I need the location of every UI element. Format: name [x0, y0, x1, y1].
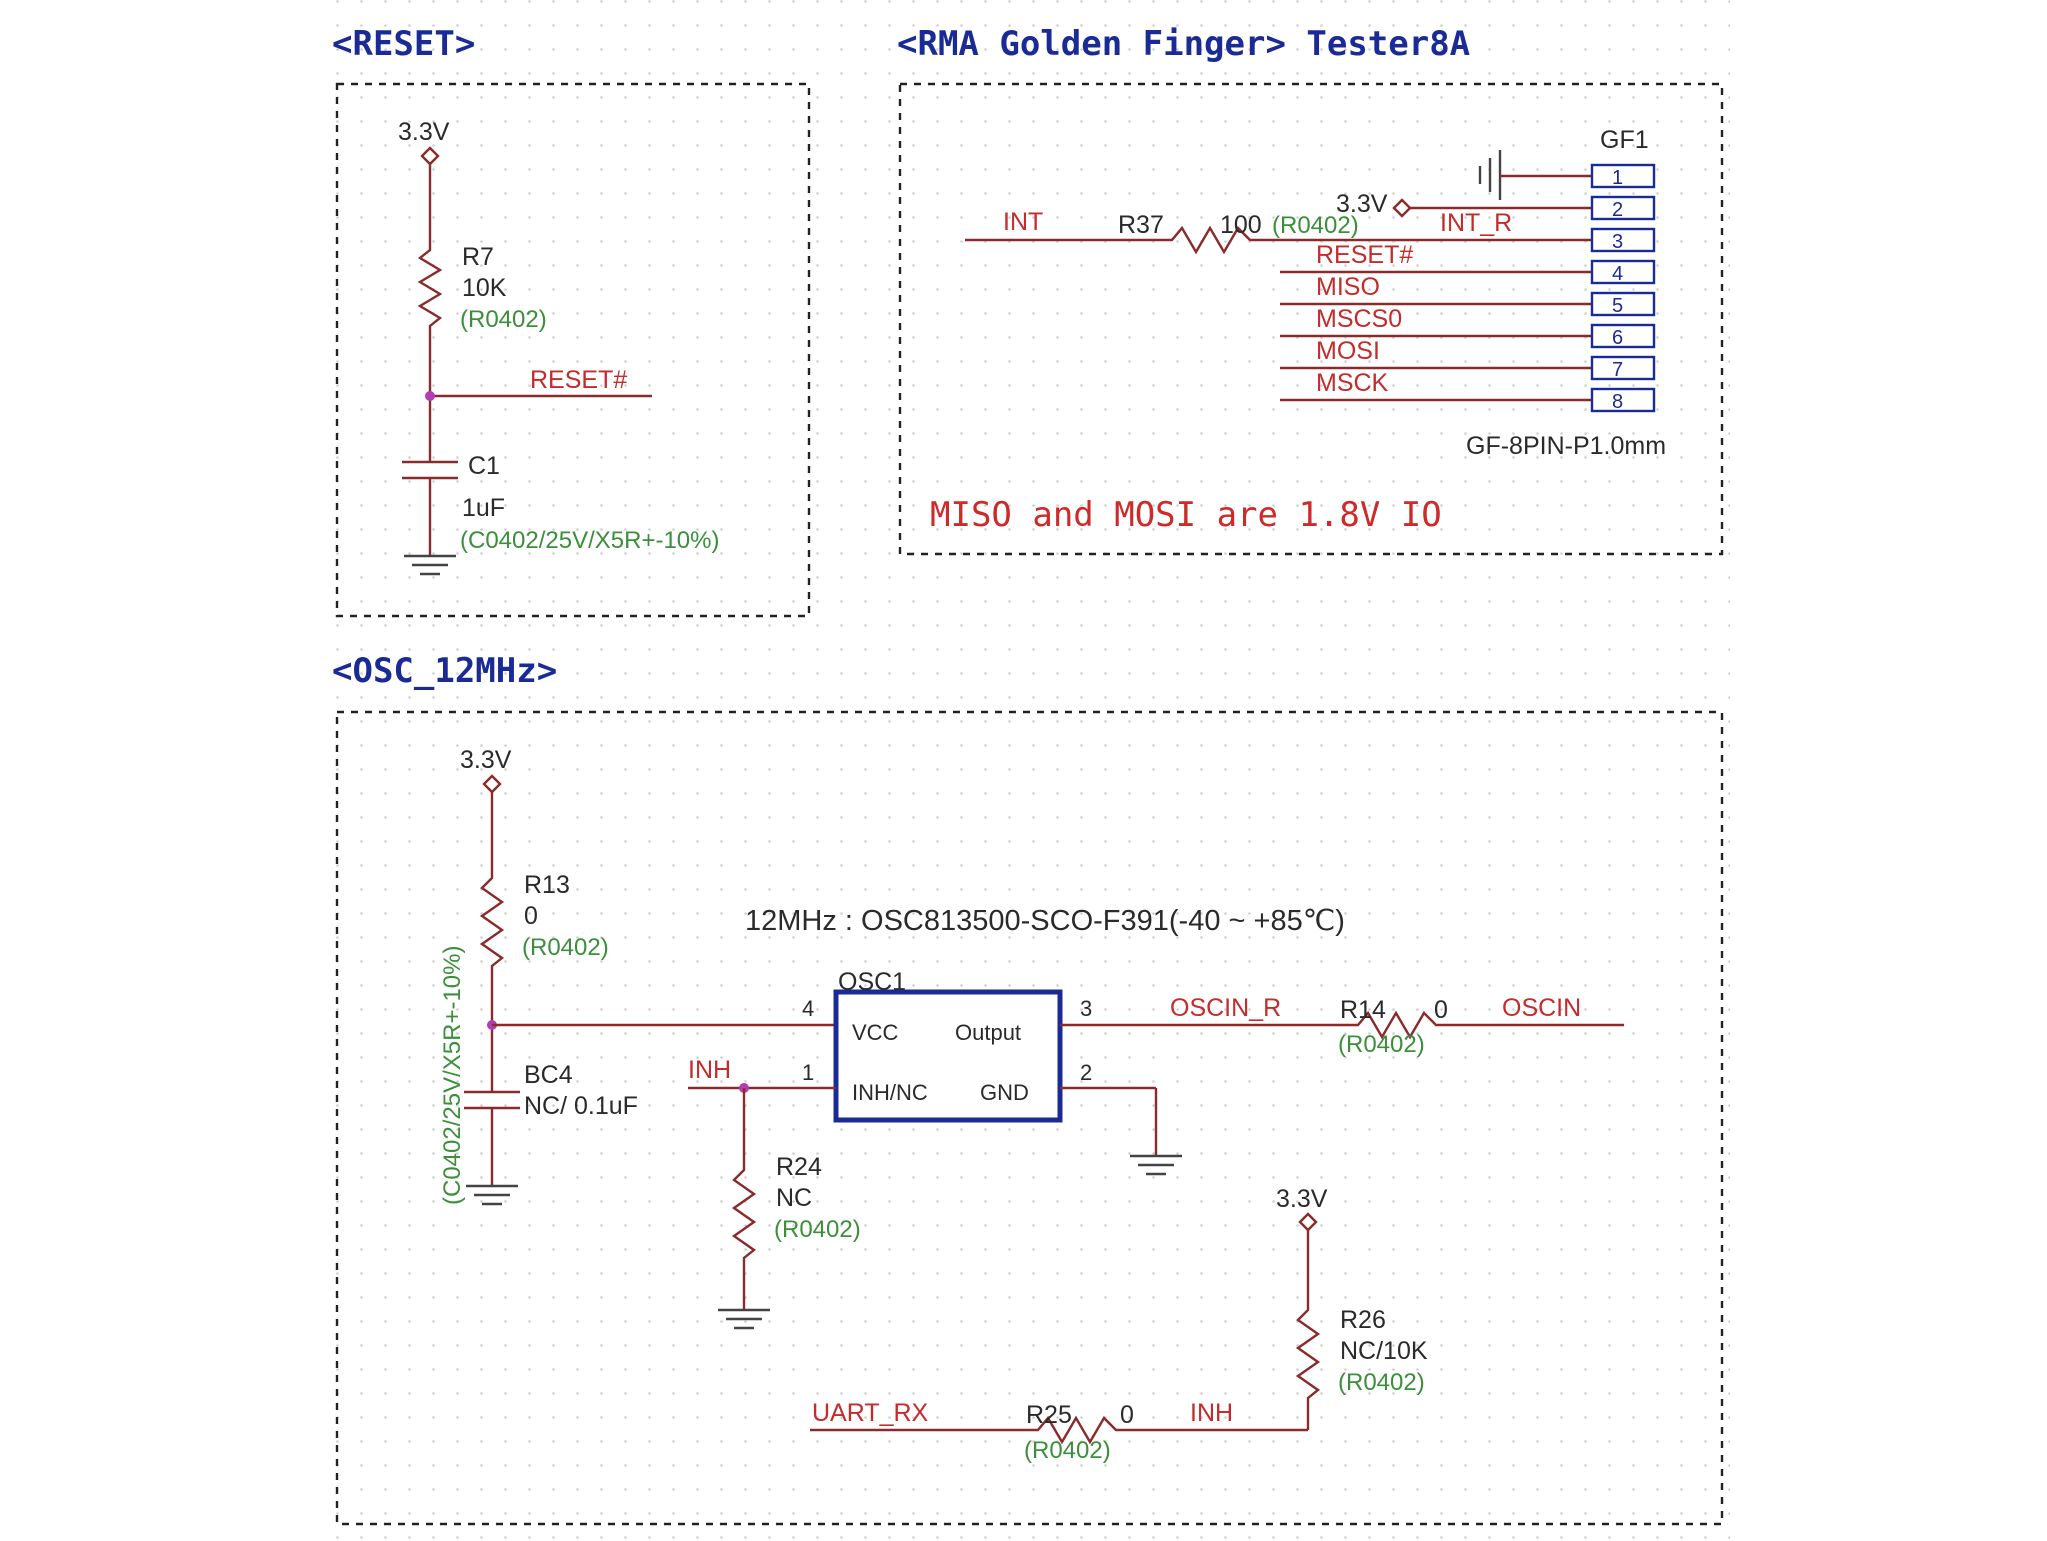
gf-pin-number: 1: [1612, 167, 1623, 189]
r25-ref: R25: [1026, 1401, 1072, 1429]
r25-package: (R0402): [1024, 1437, 1111, 1464]
osc1-body: [833, 989, 1063, 1123]
oscin-r-net-label: OSCIN_R: [1170, 994, 1281, 1022]
r24-package: (R0402): [774, 1216, 861, 1243]
r26-supply-label: 3.3V: [1276, 1185, 1328, 1213]
r24-value: NC: [776, 1184, 812, 1212]
reset-junction: [425, 391, 435, 401]
gf-pin-number: 7: [1612, 359, 1623, 381]
osc-gnd-symbol: [1130, 1154, 1182, 1176]
reset-section-title: <RESET>: [332, 24, 475, 64]
r24-ref: R24: [776, 1153, 822, 1181]
int-r-net-label: INT_R: [1440, 209, 1512, 237]
osc1-pin-num-2: 2: [1080, 1060, 1092, 1085]
osc-part-note: 12MHz : OSC813500-SCO-F391(-40 ~ +85℃): [745, 905, 1345, 937]
r37-value: 100: [1220, 211, 1262, 239]
r14-resistor: [1346, 1010, 1450, 1040]
osc1-pin-vcc: VCC: [852, 1020, 899, 1045]
osc1-pin-inh: INH/NC: [852, 1080, 928, 1105]
osc-section-box: [335, 710, 1724, 1526]
osc1-pin-num-1: 1: [802, 1060, 814, 1085]
gf-pin-number: 8: [1612, 391, 1623, 413]
c1-value: 1uF: [462, 494, 505, 522]
bc4-ref: BC4: [524, 1061, 573, 1089]
r26-value: NC/10K: [1340, 1337, 1428, 1365]
r7-resistor: [417, 240, 443, 334]
inh-net-label: INH: [688, 1056, 731, 1084]
r24-ground-symbol: [718, 1308, 770, 1330]
r14-ref: R14: [1340, 996, 1386, 1024]
r14-package: (R0402): [1338, 1031, 1425, 1058]
r7-package: (R0402): [460, 306, 547, 333]
gf-signal-label: RESET#: [1316, 241, 1413, 269]
osc1-pin-gnd: GND: [980, 1080, 1029, 1105]
bc4-value: NC/ 0.1uF: [524, 1092, 638, 1120]
osc-section-title: <OSC_12MHz>: [332, 651, 557, 691]
gf-pin-number: 4: [1612, 263, 1623, 285]
c1-package: (C0402/25V/X5R+-10%): [460, 527, 719, 554]
gf-pin-number: 3: [1612, 231, 1623, 253]
osc-circuit: 3.3V R13 0 (R0402) BC4 NC/ 0.1uF (C0402/…: [439, 746, 1624, 1464]
int-net-label: INT: [1003, 208, 1043, 236]
oscin-net-label: OSCIN: [1502, 994, 1581, 1022]
r13-package: (R0402): [522, 934, 609, 961]
r26-ref: R26: [1340, 1306, 1386, 1334]
gf-signal-label: MSCS0: [1316, 305, 1402, 333]
r14-value: 0: [1434, 996, 1448, 1024]
gf-pin-number: 5: [1612, 295, 1623, 317]
r26-package: (R0402): [1338, 1369, 1425, 1396]
r13-resistor: [479, 868, 505, 976]
gf-pin-number: 2: [1612, 199, 1623, 221]
r24-resistor: [731, 1160, 757, 1268]
reset-supply-label: 3.3V: [398, 118, 450, 146]
gf-signal-label: MISO: [1316, 273, 1380, 301]
r13-ref: R13: [524, 871, 570, 899]
golden-circuit: GF1 3.3V INT R37 100 (R0402) INT_R RESET…: [930, 126, 1666, 535]
osc1-pin-num-3: 3: [1080, 996, 1092, 1021]
r25-resistor: [1026, 1415, 1130, 1445]
r37-package: (R0402): [1272, 212, 1359, 239]
c1-ref: C1: [468, 452, 500, 480]
r37-ref: R37: [1118, 211, 1164, 239]
r7-ref: R7: [462, 243, 494, 271]
grid-background: [320, 0, 1730, 1541]
golden-section-box: [898, 82, 1724, 556]
r37-resistor: [1160, 225, 1264, 255]
gf1-ref: GF1: [1600, 126, 1649, 154]
bc4-ground-symbol: [466, 1184, 518, 1206]
reset-circuit: 3.3V R7 10K (R0402) RESET# C1 1uF (C0402…: [398, 118, 719, 576]
r13-value: 0: [524, 902, 538, 930]
gf-supply-label: 3.3V: [1336, 190, 1388, 218]
reset-ground-symbol: [404, 554, 456, 576]
gf1-connector: 1 2 3 4 5 6 7 8: [1590, 163, 1656, 413]
reset-net-label: RESET#: [530, 366, 627, 394]
bc4-package: (C0402/25V/X5R+-10%): [439, 946, 466, 1205]
gf-signal-label: MSCK: [1316, 369, 1389, 397]
uart-rx-net-label: UART_RX: [812, 1399, 929, 1427]
osc1-pin-output: Output: [955, 1020, 1021, 1045]
golden-section-title: <RMA Golden Finger> Tester8A: [897, 24, 1470, 64]
r7-value: 10K: [462, 274, 507, 302]
golden-io-note: MISO and MOSI are 1.8V IO: [930, 495, 1442, 535]
gf1-type: GF-8PIN-P1.0mm: [1466, 432, 1666, 460]
r26-resistor: [1295, 1300, 1321, 1408]
osc1-pin-num-4: 4: [802, 996, 814, 1021]
reset-section-box: [335, 82, 811, 618]
r25-value: 0: [1120, 1401, 1134, 1429]
osc-supply-label: 3.3V: [460, 746, 512, 774]
gf-power-symbol: [1392, 198, 1412, 218]
gf-pin-number: 6: [1612, 327, 1623, 349]
gf-signal-label: MOSI: [1316, 337, 1380, 365]
inh2-net-label: INH: [1190, 1399, 1233, 1427]
